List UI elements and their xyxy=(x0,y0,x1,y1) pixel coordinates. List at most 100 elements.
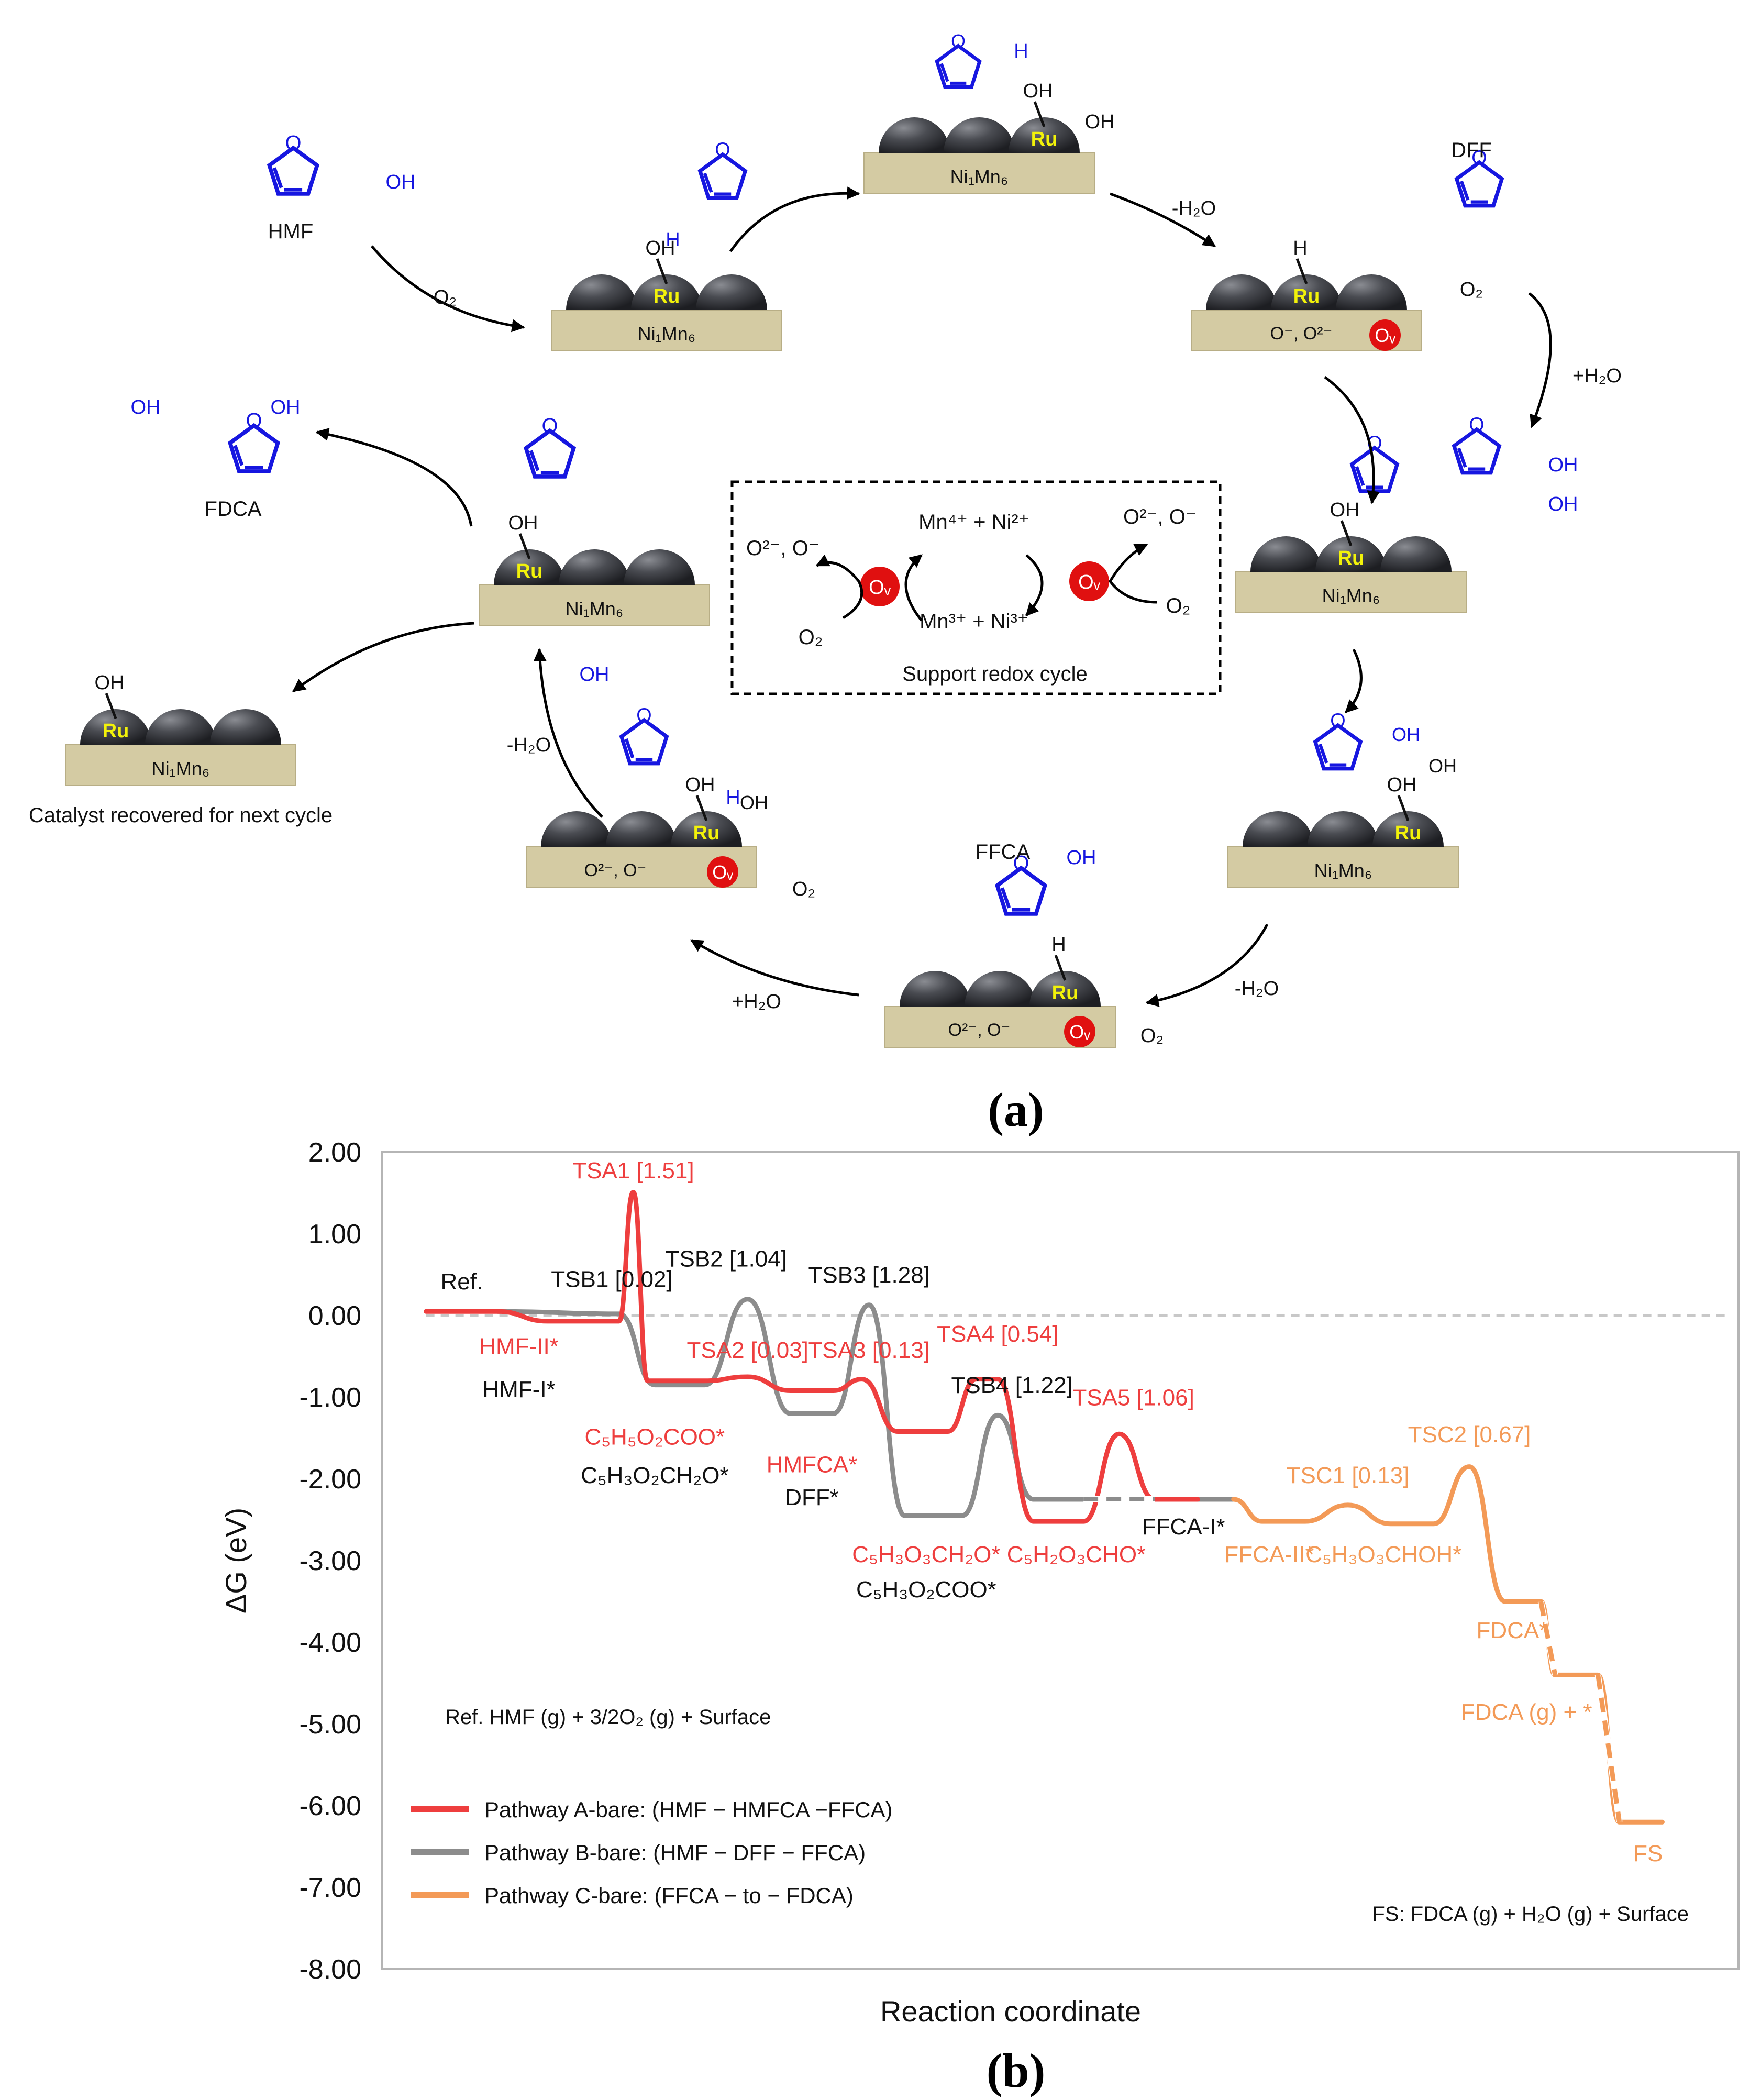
intermediate-2-molecule xyxy=(937,31,980,87)
redox-o2-left: O₂ xyxy=(799,626,823,649)
surface-oxide-label: O²⁻, O⁻ xyxy=(584,860,647,880)
legend-entry-2: Pathway C-bare: (FFCA − to − FDCA) xyxy=(484,1883,854,1908)
ru-atom-label: Ru xyxy=(1031,128,1058,150)
redox-arrow-left-o2 xyxy=(815,554,863,620)
adsorbate-bond xyxy=(1054,955,1067,981)
recovery-caption: Catalyst recovered for next cycle xyxy=(29,804,333,827)
ru-atom-label: Ru xyxy=(654,285,680,307)
int5-leaving-oh: OH xyxy=(1428,755,1457,777)
dff-molecule: DFF xyxy=(1451,139,1502,206)
furan-molecule-icon xyxy=(700,139,745,198)
furan-molecule-icon xyxy=(269,131,317,194)
arrow-s2-to-s3 xyxy=(1110,192,1216,248)
annotation-0-2: TSA3 [0.13] xyxy=(808,1338,930,1363)
y-tick-label: -7.00 xyxy=(299,1873,361,1903)
legend-entry-1: Pathway B-bare: (HMF − DFF − FFCA) xyxy=(484,1840,866,1865)
annotation-1-9: FFCA-I* xyxy=(1142,1514,1225,1540)
redox-box-border xyxy=(730,480,1222,695)
series-c-line xyxy=(1231,1464,1665,1825)
y-axis-label: ΔG (eV) xyxy=(219,1508,252,1613)
oxygen-vacancy-icon xyxy=(860,567,900,606)
redox-right-species: O²⁻, O⁻ xyxy=(1123,505,1197,528)
adsorbate-label: OH xyxy=(508,512,538,534)
adsorbate-bond xyxy=(1295,258,1308,284)
adsorbate-bond xyxy=(1340,520,1353,546)
annotation-0-8: C₅H₃O₃CH₂O* xyxy=(852,1542,1000,1567)
intermediate-7-molecule xyxy=(622,705,667,764)
furan-molecule-icon xyxy=(622,705,667,764)
fdca-molecule-label: FDCA xyxy=(205,498,262,521)
annotation-0-9: C₅H₂O₃CHO* xyxy=(1007,1542,1146,1567)
y-tick-label: 0.00 xyxy=(308,1301,361,1331)
support-label: Ni₁Mn₆ xyxy=(566,598,624,620)
annotation-0-0: TSA1 [1.51] xyxy=(572,1158,694,1184)
fdca-oh-right: OH xyxy=(271,396,301,418)
ffca-molecule-label: FFCA xyxy=(976,841,1031,864)
panel-b-label: (b) xyxy=(987,2044,1045,2097)
furan-molecule-icon xyxy=(526,414,573,477)
ru-atom-label: Ru xyxy=(516,560,543,582)
annotation-0-1: TSA2 [0.03] xyxy=(687,1338,808,1363)
redox-arrow-right-o2 xyxy=(1108,543,1158,604)
series-a-line xyxy=(424,1189,1200,1524)
adsorbate-bond xyxy=(1397,795,1410,821)
int1-h: H xyxy=(666,229,680,251)
annotation-2-1: TSC2 [0.67] xyxy=(1408,1422,1531,1447)
energy-profile-chart: 2.001.000.00-1.00-2.00-3.00-4.00-5.00-6.… xyxy=(219,1137,1740,2028)
annotation-layer: TSA1 [1.51]TSA2 [0.03]TSA3 [0.13]TSA4 [0… xyxy=(441,1158,1663,1866)
minus-h2o-label-3: -H₂O xyxy=(507,734,551,756)
x-axis-label: Reaction coordinate xyxy=(880,1995,1141,2028)
adsorbate-label: OH xyxy=(1330,499,1360,521)
furan-molecule-icon xyxy=(1315,710,1360,769)
y-tick-label: -6.00 xyxy=(299,1791,361,1821)
redox-vacancy-label-1: Oᵥ xyxy=(1078,571,1101,593)
redox-bottom-label: Mn³⁺ + Ni³⁺ xyxy=(920,610,1028,633)
fdca-on-surface-molecule xyxy=(526,414,573,477)
adsorbate-bond xyxy=(695,795,708,821)
annotation-2-0: TSC1 [0.13] xyxy=(1287,1463,1410,1488)
ru-atom-label: Ru xyxy=(693,822,720,844)
annotation-2-2: FFCA-II* xyxy=(1224,1542,1314,1567)
redox-top-label: Mn⁴⁺ + Ni²⁺ xyxy=(918,511,1029,534)
y-axis-ticks: 2.001.000.00-1.00-2.00-3.00-4.00-5.00-6.… xyxy=(299,1137,361,1985)
annotation-1-3: TSB4 [1.22] xyxy=(951,1373,1072,1398)
redox-caption: Support redox cycle xyxy=(902,662,1088,686)
y-tick-label: 2.00 xyxy=(308,1137,361,1168)
adsorbate-label: OH xyxy=(1023,80,1053,102)
fdca-oh-left: OH xyxy=(131,396,161,418)
arrow-hmf-to-s1 xyxy=(371,245,525,333)
o2-label-4: O₂ xyxy=(792,878,815,900)
fdca-molecule: FDCA xyxy=(205,409,278,521)
arrow-s7-to-s8 xyxy=(533,648,603,818)
adsorbate-bond xyxy=(518,533,531,559)
annotation-1-8: C₅H₃O₂COO* xyxy=(856,1577,996,1602)
adsorbate-label: H xyxy=(1293,237,1307,259)
adsorbate-bond xyxy=(656,258,668,284)
oxygen-vacancy-icon xyxy=(1069,561,1109,601)
support-label: Ni₁Mn₆ xyxy=(1314,860,1372,881)
series-b-line xyxy=(495,1297,1236,1518)
series-c-dashed-step xyxy=(1538,1601,1558,1676)
y-tick-label: -3.00 xyxy=(299,1546,361,1576)
furan-molecule-icon xyxy=(937,31,980,87)
vacancy-label: Oᵥ xyxy=(712,861,733,883)
int2-h: H xyxy=(1014,40,1028,62)
series-c-dashed-step xyxy=(1596,1674,1622,1822)
annotation-1-5: HMF-I* xyxy=(482,1377,555,1402)
ru-atom-label: Ru xyxy=(103,720,129,742)
arrow-s8-to-s9 xyxy=(292,622,474,693)
y-tick-label: -1.00 xyxy=(299,1383,361,1413)
support-label: Ni₁Mn₆ xyxy=(638,323,696,345)
oxygen-vacancy-icon xyxy=(1369,319,1401,351)
ru-atom-label: Ru xyxy=(1293,285,1320,307)
ref-note: Ref. HMF (g) + 3/2O₂ (g) + Surface xyxy=(445,1706,771,1729)
adsorbate-label: H xyxy=(1051,934,1066,956)
support-label: Ni₁Mn₆ xyxy=(950,166,1009,187)
surface-oxide-label: O⁻, O²⁻ xyxy=(1270,324,1333,344)
